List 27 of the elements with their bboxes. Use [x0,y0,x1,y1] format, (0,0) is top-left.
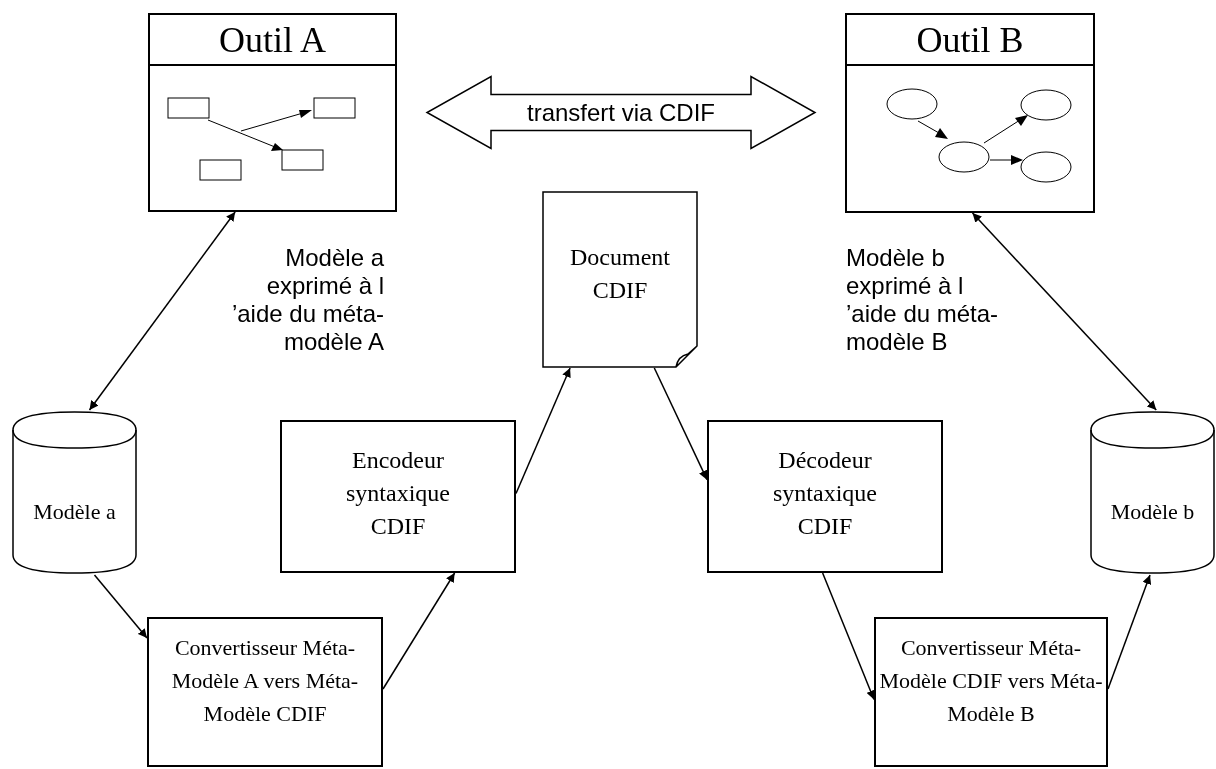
process-box [147,617,383,767]
double-arrow [88,211,236,411]
arrow [1107,574,1152,690]
process-box [707,420,943,573]
node-text: Encodeur syntaxique CDIF [345,446,451,541]
tool-window [845,13,1095,213]
node-text: Décodeur syntaxique CDIF [772,446,878,541]
arrow [653,367,708,481]
arrow-label: transfert via CDIF [527,98,715,127]
node-text: Document CDIF [569,243,671,305]
window-title: Outil A [219,19,326,60]
arrow [93,574,148,639]
process-box [874,617,1108,767]
double-arrow [971,212,1157,411]
arrow [515,367,571,495]
block-arrow [425,75,817,150]
arrow [821,572,875,701]
tool-window [148,13,397,212]
edge-label: Modèle b exprimé à l ’aide du méta-modèle B [846,244,1000,356]
node-text: Modèle a [33,499,116,524]
process-box [280,420,516,573]
window-title: Outil B [916,19,1024,60]
node-text: Convertisseur Méta-Modèle CDIF vers Méta-Modèle B [878,634,1104,728]
node-text: Convertisseur Méta-Modèle A vers Méta-Modèle CDIF [170,634,360,728]
node-text: Modèle b [1110,499,1195,524]
edge-label: Modèle a exprimé à l ’aide du méta-modèle A [230,244,384,356]
arrow [382,572,456,690]
